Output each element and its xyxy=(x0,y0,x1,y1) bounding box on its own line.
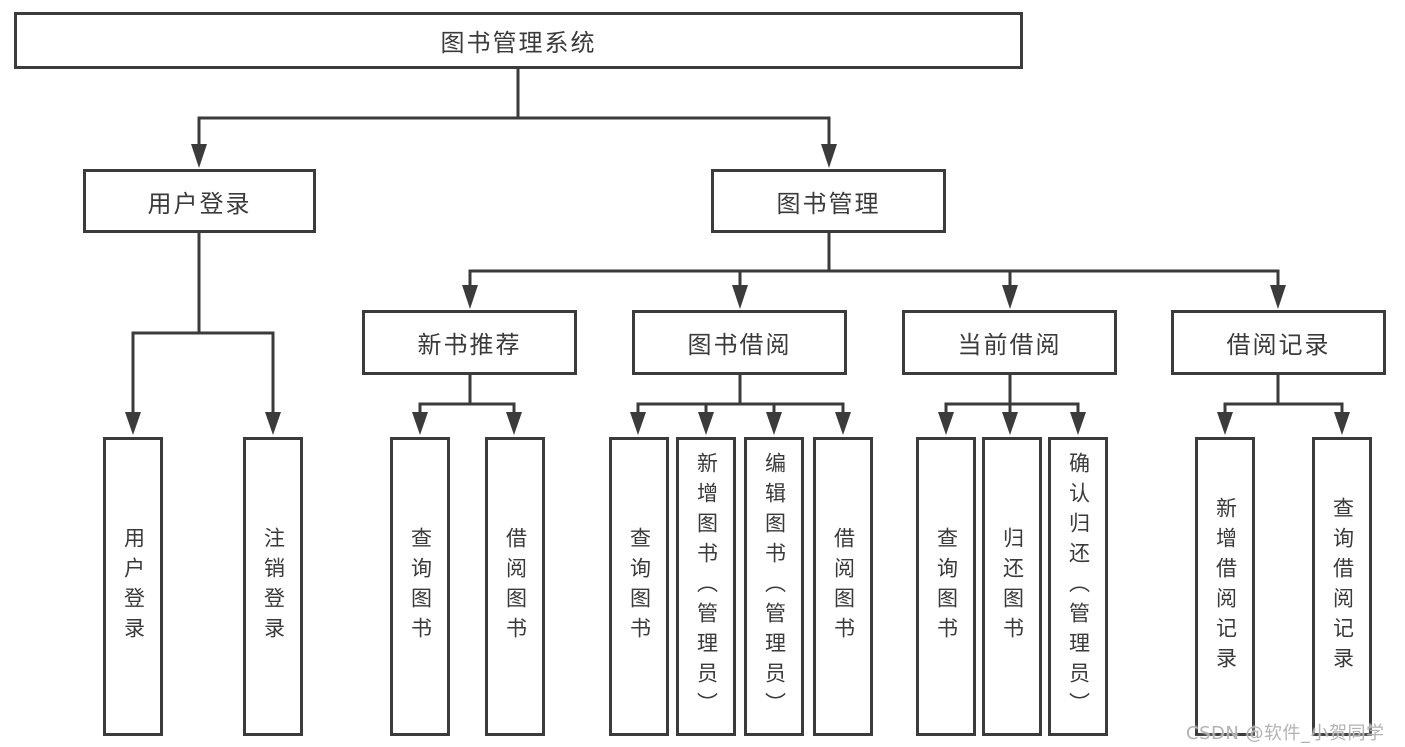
leaf-logout-label: 注销登录 xyxy=(261,526,286,647)
arrowhead xyxy=(766,412,782,435)
arrowhead xyxy=(1217,412,1233,435)
arrowhead xyxy=(698,412,714,435)
node-library-system: 图书管理系统 xyxy=(14,12,1023,69)
leaf-add-book-admin: 新增图书（管理员） xyxy=(676,437,736,736)
leaf-edit-book-admin: 编辑图书（管理员） xyxy=(744,437,804,736)
leaf-query-borrow-record: 查询借阅记录 xyxy=(1312,437,1372,736)
leaf-borrow-books-borrowing: 借阅图书 xyxy=(813,437,873,736)
node-borrowing-records-label: 借阅记录 xyxy=(1226,331,1331,359)
leaf-user-login-label: 用户登录 xyxy=(121,526,146,647)
connector-root-to-level2 xyxy=(197,69,831,146)
csdn-watermark: CSDN @软件_小贺同学 xyxy=(1186,723,1385,744)
arrowhead xyxy=(265,412,281,435)
arrowhead xyxy=(821,144,837,168)
connector-recommend-to-leaves xyxy=(418,375,516,413)
node-user-login-label: 用户登录 xyxy=(147,189,252,218)
connector-mgmt-to-level3 xyxy=(468,233,1280,287)
arrowhead xyxy=(835,412,851,435)
node-current-borrowing-label: 当前借阅 xyxy=(957,331,1062,359)
node-book-management-label: 图书管理 xyxy=(776,189,881,218)
arrowhead xyxy=(1270,285,1286,309)
node-current-borrowing: 当前借阅 xyxy=(902,310,1117,375)
leaf-add-borrow-record: 新增借阅记录 xyxy=(1195,437,1255,736)
connector-records-to-leaves xyxy=(1223,375,1344,413)
leaf-borrow-books-recommend: 借阅图书 xyxy=(485,437,545,736)
leaf-return-books: 归还图书 xyxy=(982,437,1042,736)
leaf-query-books-current: 查询图书 xyxy=(916,437,976,736)
leaf-query-books-recommend-label: 查询图书 xyxy=(408,526,433,647)
connector-login-to-leaves xyxy=(131,232,275,413)
arrowhead xyxy=(412,412,428,435)
arrowhead xyxy=(125,412,141,435)
leaf-logout: 注销登录 xyxy=(243,437,303,736)
arrowhead xyxy=(462,285,478,309)
leaf-query-borrow-record-label: 查询借阅记录 xyxy=(1330,496,1355,677)
leaf-confirm-return-admin: 确认归还（管理员） xyxy=(1048,437,1108,736)
leaf-query-books-recommend: 查询图书 xyxy=(390,437,450,736)
arrowhead xyxy=(1070,412,1086,435)
arrowhead xyxy=(732,285,748,309)
arrowhead xyxy=(1002,412,1018,435)
leaf-query-books-current-label: 查询图书 xyxy=(934,526,959,647)
leaf-user-login: 用户登录 xyxy=(103,437,163,736)
connector-current-to-leaves xyxy=(944,375,1080,413)
node-new-book-recommendation-label: 新书推荐 xyxy=(417,331,522,359)
arrowhead xyxy=(191,144,207,168)
arrowhead xyxy=(938,412,954,435)
node-user-login: 用户登录 xyxy=(83,169,316,233)
leaf-add-book-admin-label: 新增图书（管理员） xyxy=(694,451,719,722)
node-new-book-recommendation: 新书推荐 xyxy=(362,310,577,375)
leaf-return-books-label: 归还图书 xyxy=(1000,526,1025,647)
arrowheads xyxy=(125,144,1350,435)
leaf-query-books-borrowing-label: 查询图书 xyxy=(627,526,652,647)
arrowhead xyxy=(506,412,522,435)
node-book-borrowing-label: 图书借阅 xyxy=(687,331,792,359)
leaf-query-books-borrowing: 查询图书 xyxy=(609,437,669,736)
connector-borrow-to-leaves xyxy=(636,375,845,413)
leaf-confirm-return-admin-label: 确认归还（管理员） xyxy=(1066,451,1091,722)
leaf-add-borrow-record-label: 新增借阅记录 xyxy=(1213,496,1238,677)
leaf-borrow-books-borrowing-label: 借阅图书 xyxy=(831,526,856,647)
node-book-management: 图书管理 xyxy=(711,169,946,233)
arrowhead xyxy=(630,412,646,435)
leaf-edit-book-admin-label: 编辑图书（管理员） xyxy=(762,451,787,722)
arrowhead xyxy=(1002,285,1018,309)
leaf-borrow-books-recommend-label: 借阅图书 xyxy=(503,526,528,647)
node-borrowing-records: 借阅记录 xyxy=(1171,310,1386,375)
arrowhead xyxy=(1334,412,1350,435)
node-book-borrowing: 图书借阅 xyxy=(632,310,847,375)
node-library-system-label: 图书管理系统 xyxy=(440,29,597,57)
